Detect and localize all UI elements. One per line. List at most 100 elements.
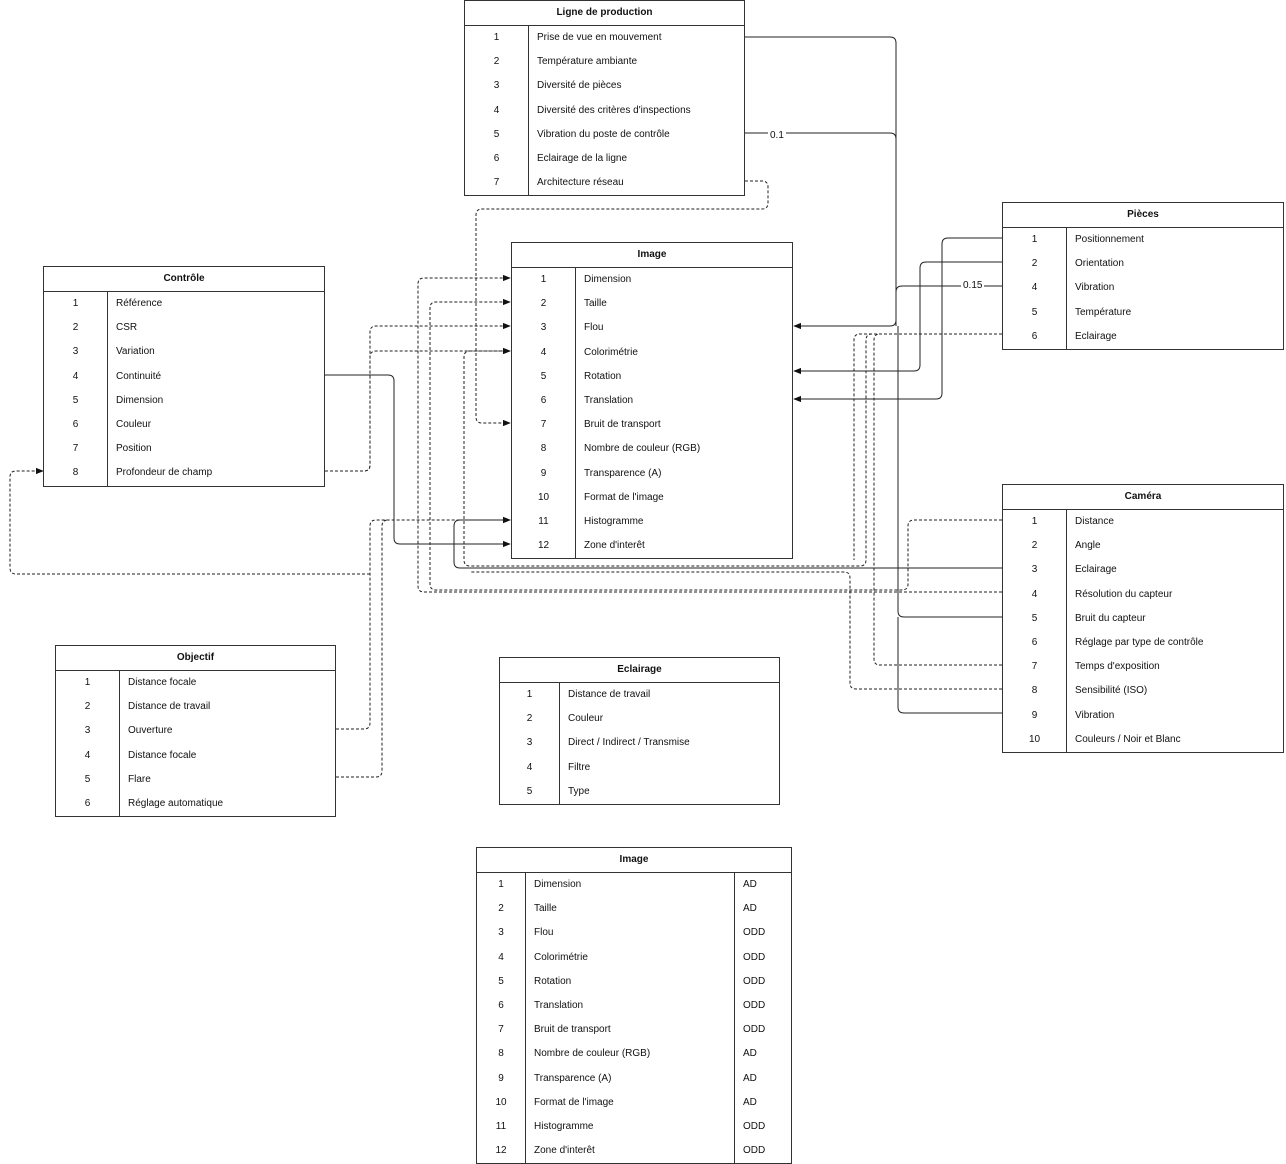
row-label: Prise de vue en mouvement bbox=[537, 32, 662, 43]
row-number: 4 bbox=[1031, 588, 1038, 600]
row-code: ODD bbox=[743, 1145, 766, 1157]
entity-title: Image bbox=[477, 848, 791, 873]
row-number: 2 bbox=[1031, 258, 1038, 270]
row-number: 2 bbox=[493, 56, 500, 68]
row-label: Eclairage bbox=[1075, 564, 1117, 576]
row-number: 4 bbox=[493, 104, 500, 116]
row-label: Bruit de transport bbox=[534, 1024, 611, 1036]
row-label: Rotation bbox=[534, 975, 572, 987]
edge-label-vibration-ligne: 0.1 bbox=[768, 130, 786, 142]
row-label: Sensibilité (ISO) bbox=[1075, 685, 1148, 697]
row-code: ODD bbox=[743, 999, 766, 1011]
row-number: 4 bbox=[84, 749, 91, 761]
row-label: Position bbox=[116, 443, 152, 455]
edge-pieces-temperature-to-flou bbox=[853, 333, 1002, 560]
row-label: Translation bbox=[534, 999, 584, 1011]
row-label: Température ambiante bbox=[537, 56, 638, 68]
entity-title: Caméra bbox=[1003, 485, 1283, 510]
row-label: Eclairage de la ligne bbox=[537, 152, 628, 164]
row-label: Variation bbox=[116, 346, 155, 358]
row-label: Type bbox=[568, 785, 590, 797]
row-label: Histogramme bbox=[584, 515, 644, 527]
row-label: Taille bbox=[534, 903, 557, 915]
row-number: 3 bbox=[1031, 564, 1038, 576]
row-number: 6 bbox=[1031, 636, 1038, 648]
row-label: Réglage par type de contrôle bbox=[1075, 636, 1204, 648]
row-code: AD bbox=[743, 879, 757, 890]
row-number: 10 bbox=[495, 1096, 507, 1108]
row-label: Référence bbox=[116, 298, 163, 309]
row-code: ODD bbox=[743, 951, 766, 963]
row-number: 9 bbox=[498, 1072, 504, 1084]
row-label: Direct / Indirect / Transmise bbox=[568, 737, 690, 749]
entity-row: 10 Format de l'image AD bbox=[477, 1091, 791, 1115]
row-number: 4 bbox=[540, 346, 547, 358]
row-label: Zone d'interêt bbox=[584, 540, 645, 552]
edge-positionnement-to-translation bbox=[793, 237, 1002, 403]
row-label: Diversité des critères d'inspections bbox=[537, 104, 691, 116]
row-number: 5 bbox=[498, 975, 504, 987]
row-label: Transparence (A) bbox=[534, 1072, 612, 1084]
row-label: Positionnement bbox=[1075, 234, 1144, 245]
row-label: Couleur bbox=[116, 418, 152, 430]
row-label: Dimension bbox=[584, 274, 632, 285]
entity-title: Objectif bbox=[56, 646, 335, 671]
row-number: 2 bbox=[540, 298, 547, 310]
entity-row: 4 Diversité des critères d'inspections bbox=[465, 99, 744, 123]
row-label: Vibration bbox=[1075, 709, 1115, 721]
entity-row: 7 Position bbox=[44, 437, 324, 461]
row-label: Ouverture bbox=[128, 725, 173, 737]
row-number: 12 bbox=[495, 1145, 507, 1157]
row-label: Format de l'image bbox=[534, 1096, 614, 1108]
row-number: 6 bbox=[540, 394, 547, 406]
row-number: 1 bbox=[493, 32, 500, 43]
row-label: Distance de travail bbox=[568, 689, 651, 700]
edge-camera-bruit-to-flou bbox=[897, 326, 1002, 618]
row-label: Flare bbox=[128, 773, 151, 785]
row-label: Profondeur de champ bbox=[116, 467, 213, 479]
row-number: 3 bbox=[498, 927, 504, 939]
row-number: 12 bbox=[537, 540, 550, 552]
row-label: Distance bbox=[1075, 516, 1114, 527]
row-number: 1 bbox=[1031, 234, 1038, 245]
entity-row: 3 Eclairage bbox=[1003, 558, 1283, 582]
row-number: 6 bbox=[1031, 330, 1038, 342]
row-number: 7 bbox=[72, 443, 79, 455]
row-code: AD bbox=[743, 1096, 757, 1108]
row-number: 6 bbox=[493, 152, 500, 164]
row-number: 2 bbox=[526, 713, 533, 725]
row-number: 3 bbox=[72, 346, 79, 358]
entity-row: 1 Positionnement bbox=[1003, 228, 1283, 252]
row-label: Distance de travail bbox=[128, 701, 211, 713]
entity-row: 3 Variation bbox=[44, 340, 324, 364]
row-code: ODD bbox=[743, 1120, 766, 1132]
row-number: 2 bbox=[1031, 540, 1038, 552]
